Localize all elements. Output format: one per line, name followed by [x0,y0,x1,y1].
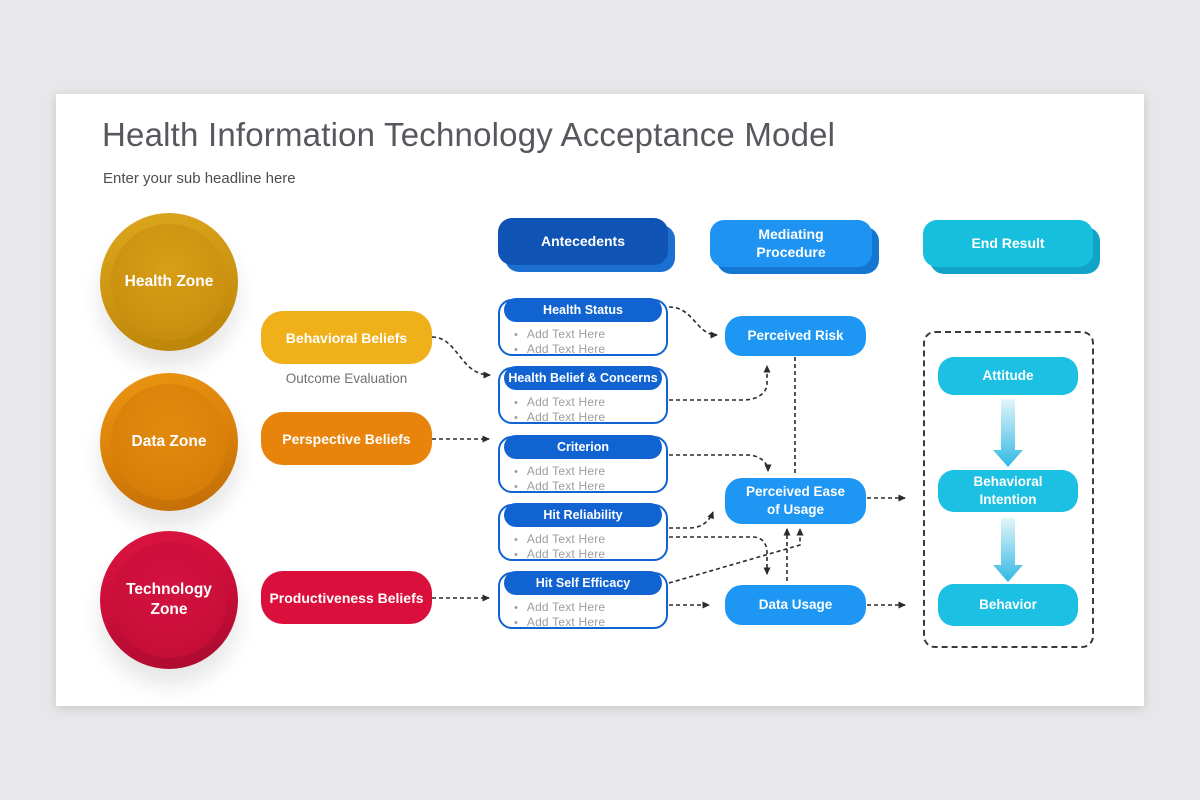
column-header-antecedents: Antecedents [498,218,668,265]
card-bullets: • Add Text Here • Add Text Here [514,327,660,357]
mediator-perceived-risk: Perceived Risk [725,316,866,356]
card-hit-reliability: Hit Reliability • Add Text Here • Add Text… [498,503,668,562]
bullet-text: Add Text Here [526,395,606,409]
page-subtitle: Enter your sub headline here [103,170,296,187]
bullet-item: • Add Text Here [514,532,660,547]
card-title: Hit Reliability [504,503,662,527]
zone-circle-technology: Technology Zone [100,531,238,669]
column-header-mediating: Mediating Procedure [710,220,872,267]
slide: Health Information Technology Acceptance… [56,94,1144,706]
bullet-icon: • [514,481,518,493]
card-bullets: • Add Text Here • Add Text Here [514,532,660,562]
bullet-item: • Add Text Here [514,395,660,410]
down-arrow-icon [993,518,1023,582]
zone-circle-data: Data Zone [100,373,238,511]
bullet-item: • Add Text Here [514,464,660,479]
column-header-end-result: End Result [923,220,1093,267]
card-bullets: • Add Text Here • Add Text Here [514,600,660,630]
bullet-item: • Add Text Here [514,342,660,357]
zone-label: Data Zone [131,432,207,450]
bullet-item: • Add Text Here [514,600,660,615]
belief-perspective: Perspective Beliefs [261,412,432,465]
down-arrow-icon [993,399,1023,467]
bullet-icon: • [514,617,518,629]
bullet-icon: • [514,534,518,546]
belief-label: Productiveness Beliefs [269,589,424,606]
belief-productiveness: Productiveness Beliefs [261,571,432,624]
zone-circle-core [111,384,227,500]
mediator-perceived-ease-of-usage: Perceived Ease of Usage [725,478,866,524]
page-title: Health Information Technology Acceptance… [102,116,836,153]
bullet-icon: • [514,602,518,614]
zone-label: Health Zone [124,272,214,290]
zone-circle-core [111,542,227,658]
bullet-text: Add Text Here [526,615,606,629]
card-health-belief-concerns: Health Belief & Concerns • Add Text Here … [498,366,668,425]
bullet-text: Add Text Here [526,464,606,478]
card-criterion: Criterion • Add Text Here • Add Text Here [498,435,668,494]
bullet-text: Add Text Here [526,410,606,424]
bullet-icon: • [514,329,518,341]
end-result-panel [923,331,1094,648]
bullet-text: Add Text Here [526,532,606,546]
card-bullets: • Add Text Here • Add Text Here [514,395,660,425]
bullet-icon: • [514,466,518,478]
zone-label: Technology Zone [126,580,212,618]
outcome-evaluation-note: Outcome Evaluation [285,371,408,386]
bullet-text: Add Text Here [526,327,606,341]
bullet-text: Add Text Here [526,342,606,356]
bullet-icon: • [514,344,518,356]
bullet-item: • Add Text Here [514,547,660,562]
bullet-text: Add Text Here [526,479,606,493]
bullet-icon: • [514,549,518,561]
belief-label: Perspective Beliefs [282,430,411,447]
belief-label: Behavioral Beliefs [285,329,408,346]
card-health-status: Health Status • Add Text Here • Add Text H… [498,298,668,357]
card-bullets: • Add Text Here • Add Text Here [514,464,660,494]
card-title: Criterion [504,435,662,459]
belief-behavioral: Behavioral Beliefs [261,311,432,364]
bullet-text: Add Text Here [526,600,606,614]
bullet-text: Add Text Here [526,547,606,561]
end-box-behavioral-intention: Behavioral Intention [938,470,1078,512]
end-box-behavior: Behavior [938,584,1078,626]
bullet-item: • Add Text Here [514,615,660,630]
card-title: Hit Self Efficacy [504,571,662,595]
end-box-attitude: Attitude [938,357,1078,395]
bullet-item: • Add Text Here [514,327,660,342]
zone-circle-health: Health Zone [100,213,238,351]
bullet-item: • Add Text Here [514,410,660,425]
mediator-data-usage: Data Usage [725,585,866,625]
card-title: Health Belief & Concerns [504,366,662,390]
card-hit-self-efficacy: Hit Self Efficacy • Add Text Here • Add Te… [498,571,668,630]
bullet-icon: • [514,412,518,424]
card-title: Health Status [504,298,662,322]
bullet-item: • Add Text Here [514,479,660,494]
bullet-icon: • [514,397,518,409]
zone-circle-core [111,224,227,340]
